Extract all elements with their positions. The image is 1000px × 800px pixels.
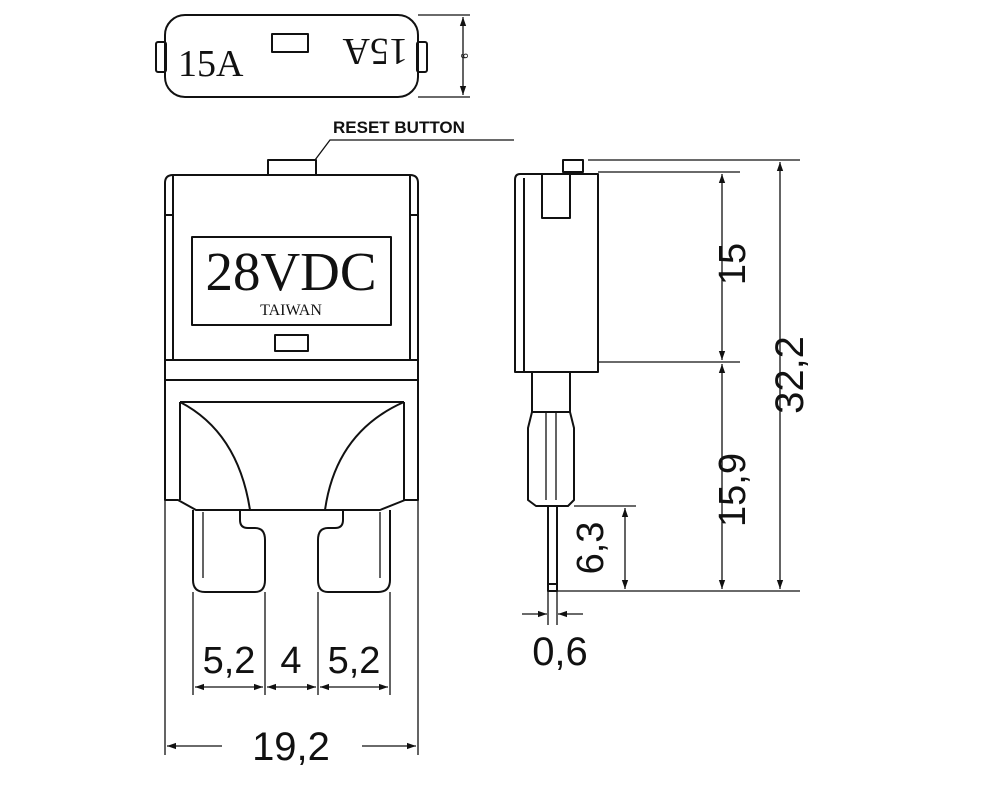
dim-thickness-label: 0,6 [532,630,588,674]
terminal-fanout-left [179,401,251,511]
top-view: 15A 15A 6 [155,14,471,98]
dim-right-blade-label: 5,2 [328,640,381,682]
top-view-left-tab [155,41,167,73]
front-view: RESET BUTTON 28VDC TAIWAN [164,118,514,769]
left-blade [192,510,266,593]
dim-left-blade-label: 5,2 [203,640,256,682]
side-view: 15 15,9 32,2 6,3 0,6 [514,159,812,674]
dim-gap-label: 4 [280,640,301,682]
top-dim-height-label: 6 [460,53,471,59]
side-body [514,173,599,373]
reset-button-leader [314,139,514,161]
side-blade [547,505,558,585]
top-view-rating-left: 15A [178,43,244,85]
top-view-rating-right: 15A [342,30,408,72]
right-blade [317,510,391,593]
side-blade-tip [547,583,558,592]
side-stem [527,372,575,507]
dim-blade-tip-label: 6,3 [570,522,612,575]
reset-button-label: RESET BUTTON [333,118,465,137]
dim-terminal-label: 15,9 [712,453,754,527]
dim-body-label: 15 [712,243,754,285]
origin-text: TAIWAN [260,302,322,319]
front-indicator-slot [274,334,309,352]
voltage-text: 28VDC [205,241,376,302]
dim-total-label: 32,2 [768,336,812,414]
side-reset-button [562,159,584,173]
label-window [191,236,392,326]
front-reset-button [267,159,317,176]
top-view-right-tab [416,41,428,73]
side-slot [541,173,571,219]
top-view-reset-button [271,33,309,53]
front-housing [164,174,419,511]
dim-width-label: 19,2 [252,725,330,769]
terminal-fanout-right [324,401,405,511]
